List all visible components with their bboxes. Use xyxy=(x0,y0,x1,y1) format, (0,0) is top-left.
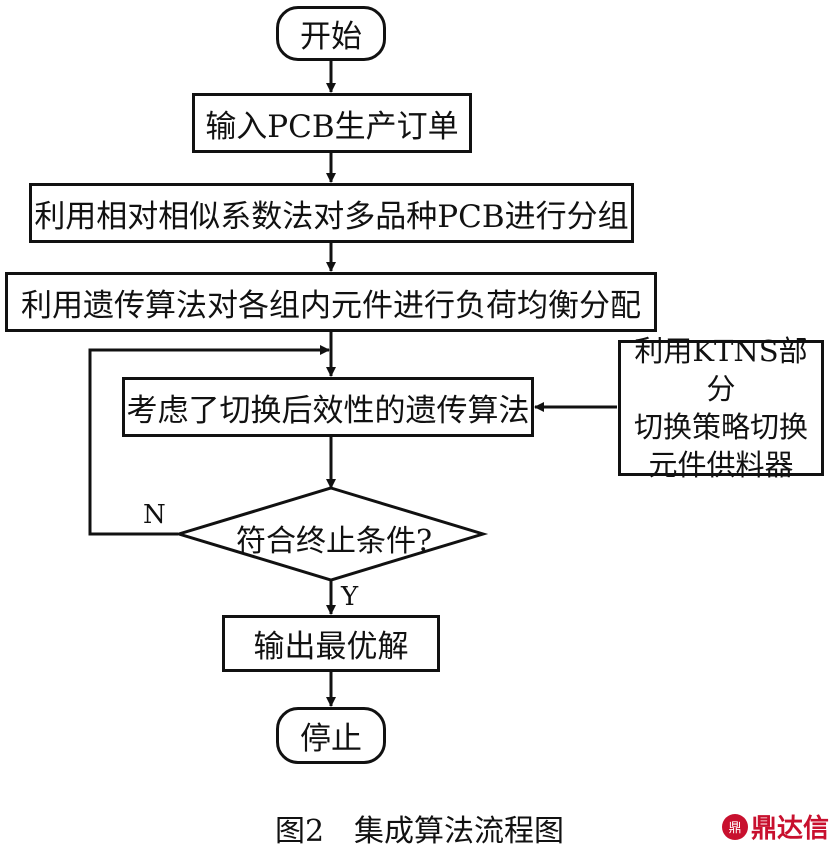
start-node: 开始 xyxy=(276,6,386,61)
output-node: 输出最优解 xyxy=(222,615,440,672)
logo-text: 鼎达信 xyxy=(750,814,829,844)
ktns-line-3: 元件供料器 xyxy=(648,448,794,482)
ktns-line-1: 利用KTNS部分 xyxy=(634,334,808,406)
figure-caption: 图2 集成算法流程图 xyxy=(274,814,565,849)
decision-label: 符合终止条件? xyxy=(236,524,433,559)
watermark-logo: 鼎 鼎达信 xyxy=(721,808,829,845)
load-balance-node: 利用遗传算法对各组内元件进行负荷均衡分配 xyxy=(5,272,657,332)
loop-back-line xyxy=(88,345,330,536)
yes-label: Y xyxy=(341,582,359,612)
input-order-node: 输入PCB生产订单 xyxy=(192,93,472,153)
grouping-node: 利用相对相似系数法对多品种PCB进行分组 xyxy=(29,183,634,243)
stop-node: 停止 xyxy=(276,707,386,764)
decision-diamond xyxy=(173,486,489,582)
ktns-line-2: 切换策略切换 xyxy=(633,410,808,444)
ktns-strategy-node: 利用KTNS部分 切换策略切换 元件供料器 xyxy=(618,334,824,482)
logo-icon: 鼎 xyxy=(721,813,748,840)
genetic-algorithm-node: 考虑了切换后效性的遗传算法 xyxy=(122,377,534,437)
no-label: N xyxy=(143,500,166,530)
